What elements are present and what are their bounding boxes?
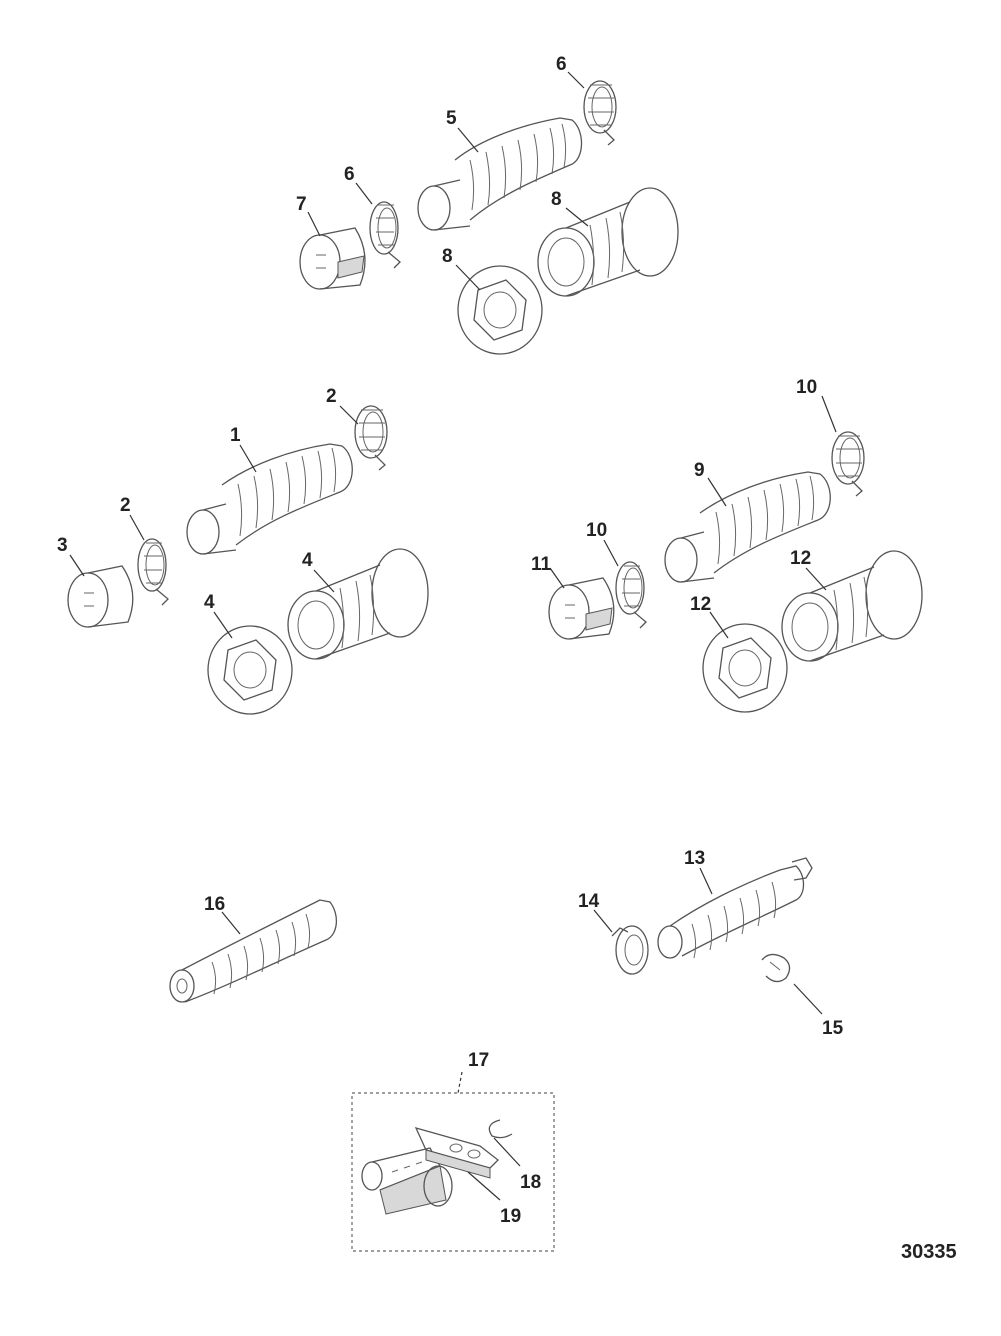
- kit-part-17: 17 18 19: [351, 1050, 555, 1252]
- clip-part-15: [761, 953, 791, 983]
- left-assembly-group: 3 2 1 2 4 4: [57, 386, 429, 715]
- collar-part-3: [67, 565, 134, 628]
- nut-part-4: [207, 625, 293, 715]
- callout-6-left: 6: [344, 164, 355, 185]
- grommet-part-12: [781, 550, 923, 662]
- clamp-part-6-right: [583, 80, 617, 146]
- callout-7: 7: [296, 194, 307, 215]
- collar-part-11: [548, 577, 615, 640]
- grommet-part-8: [537, 187, 679, 297]
- callout-18: 18: [520, 1172, 541, 1193]
- callout-2-lower: 2: [120, 495, 131, 516]
- callout-10-lower: 10: [586, 520, 607, 541]
- clamp-part-10-upper: [831, 431, 865, 497]
- clamp-part-10-lower: [615, 561, 647, 629]
- callout-11: 11: [531, 554, 552, 575]
- nut-part-8: [457, 265, 543, 355]
- boot-part-5: [417, 117, 583, 231]
- callout-1: 1: [230, 425, 241, 446]
- boot-part-13: [657, 857, 813, 959]
- clamp-part-2-upper: [354, 405, 388, 471]
- callout-5: 5: [446, 108, 457, 129]
- callout-13: 13: [684, 848, 705, 869]
- right-assembly-group: 11 10 9 10 12 12: [531, 377, 923, 713]
- callout-17: 17: [468, 1050, 489, 1071]
- grommet-part-4: [287, 548, 429, 660]
- clamp-part-6-left: [369, 201, 401, 269]
- boot-assembly-13-14-15: 13 14 15: [578, 848, 844, 1039]
- callout-4-nut: 4: [204, 592, 215, 613]
- nut-part-12: [702, 623, 788, 713]
- boot-part-9: [664, 471, 831, 583]
- boot-part-16: 16: [169, 894, 337, 1003]
- callout-12-grommet: 12: [790, 548, 811, 569]
- callout-14: 14: [578, 891, 600, 912]
- callout-15: 15: [822, 1018, 844, 1039]
- drawing-number: 30335: [901, 1241, 957, 1263]
- callout-12-nut: 12: [690, 594, 711, 615]
- top-assembly-group: 7 6 5 6 8 8: [296, 54, 679, 355]
- collar-part-7: [299, 227, 366, 290]
- callout-19: 19: [500, 1206, 521, 1227]
- callout-4-grommet: 4: [302, 550, 313, 571]
- clip-part-14: [611, 925, 649, 975]
- boot-part-1: [186, 443, 353, 555]
- link-part-18: [414, 1119, 513, 1179]
- callout-8-grommet: 8: [551, 189, 562, 210]
- callout-3: 3: [57, 535, 68, 556]
- clamp-part-2-lower: [137, 538, 169, 606]
- callout-9: 9: [694, 460, 705, 481]
- callout-16: 16: [204, 894, 225, 915]
- callout-6-right: 6: [556, 54, 567, 75]
- callout-2-upper: 2: [326, 386, 337, 407]
- callout-10-upper: 10: [796, 377, 817, 398]
- callout-8-nut: 8: [442, 246, 453, 267]
